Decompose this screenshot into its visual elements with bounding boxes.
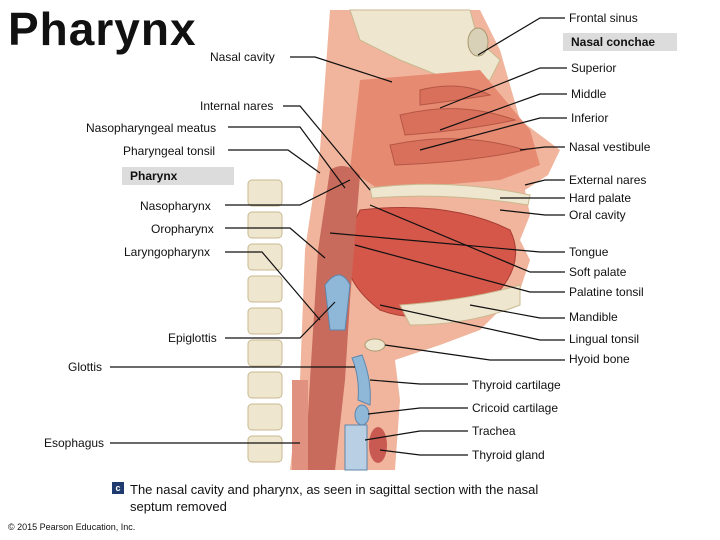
leader-external-nares (524, 179, 565, 186)
leader-internal-nares (283, 105, 371, 191)
leader-oral-cavity (499, 209, 565, 216)
thyroid-gland-shape (369, 427, 387, 463)
leader-nasopharynx (225, 179, 351, 206)
cranium-bone (349, 9, 501, 81)
leader-nasal-vestibule (519, 146, 565, 151)
mandible-shape (399, 284, 521, 326)
label-soft-palate: Soft palate (569, 265, 627, 279)
label-oral-cavity: Oral cavity (569, 208, 626, 222)
label-glottis: Glottis (68, 360, 103, 374)
figure-caption: The nasal cavity and pharynx, as seen in… (130, 482, 539, 514)
label-nasopharynx: Nasopharynx (140, 199, 211, 213)
esophagus-shape (292, 380, 308, 470)
frontal-sinus-shape (467, 27, 489, 57)
leader-thyroid-gland (379, 449, 468, 456)
caption-badge: c (112, 482, 124, 494)
cricoid-cartilage-shape (354, 404, 370, 426)
leader-epiglottis (225, 301, 336, 339)
leader-lingual-tonsil (379, 304, 565, 341)
label-cricoid-cartilage: Cricoid cartilage (472, 401, 559, 415)
label-oropharynx: Oropharynx (151, 222, 214, 236)
label-tongue: Tongue (569, 245, 609, 259)
leader-hyoid-bone (384, 344, 565, 361)
label-pharyngeal-tonsil: Pharyngeal tonsil (123, 144, 216, 158)
leader-laryngopharynx (225, 251, 321, 321)
leader-soft-palate (369, 204, 565, 273)
label-lingual-tonsil: Lingual tonsil (569, 332, 640, 346)
label-mandible: Mandible (569, 310, 618, 324)
leader-middle (439, 93, 567, 131)
label-nasal-cavity: Nasal cavity (210, 50, 275, 64)
leader-mandible (469, 304, 565, 319)
leader-inferior (419, 117, 567, 151)
hard-palate-shape (369, 183, 531, 206)
label-thyroid-gland: Thyroid gland (472, 448, 545, 462)
leader-frontal-sinus (477, 17, 565, 56)
label-middle: Middle (571, 87, 607, 101)
label-frontal-sinus: Frontal sinus (569, 11, 638, 25)
label-esophagus: Esophagus (44, 436, 105, 450)
copyright-notice: © 2015 Pearson Education, Inc. (8, 522, 136, 532)
label-external-nares: External nares (569, 173, 647, 187)
leader-superior (439, 67, 567, 109)
leader-oropharynx (225, 227, 326, 259)
label-pharynx-box: Pharynx (122, 167, 234, 185)
label-internal-nares: Internal nares (200, 99, 274, 113)
leader-thyroid-cartilage (369, 379, 468, 385)
label-palatine-tonsil: Palatine tonsil (569, 285, 644, 299)
label-hyoid-bone: Hyoid bone (569, 352, 630, 366)
leader-lines (110, 17, 567, 456)
leader-cricoid-cartilage (367, 407, 468, 415)
leader-palatine-tonsil (354, 244, 565, 293)
label-nasopharyngeal-meatus: Nasopharyngeal meatus (86, 121, 217, 135)
label-nasal-vestibule: Nasal vestibule (569, 140, 651, 154)
epiglottis-shape (324, 274, 351, 331)
superior-concha-shape (419, 85, 492, 106)
label-superior: Superior (571, 61, 617, 75)
leader-nasopharyngeal-meatus (228, 126, 346, 189)
label-laryngopharynx: Laryngopharynx (124, 245, 211, 259)
label-nasal-conchae-box: Nasal conchae (563, 33, 677, 51)
label-hard-palate: Hard palate (569, 191, 632, 205)
label-trachea: Trachea (472, 424, 516, 438)
label-thyroid-cartilage: Thyroid cartilage (472, 378, 561, 392)
leader-nasal-cavity (290, 56, 393, 83)
label-inferior: Inferior (571, 111, 609, 125)
slide-title: Pharynx (8, 3, 197, 55)
middle-concha-shape (399, 108, 517, 136)
leader-tongue (329, 232, 565, 253)
trachea-shape (344, 424, 368, 471)
leader-pharyngeal-tonsil (228, 149, 321, 174)
vertebral-column (247, 179, 283, 463)
leader-trachea (364, 430, 468, 441)
inferior-concha-shape (389, 138, 527, 166)
hyoid-bone-shape (364, 338, 386, 352)
label-epiglottis: Epiglottis (168, 331, 217, 345)
